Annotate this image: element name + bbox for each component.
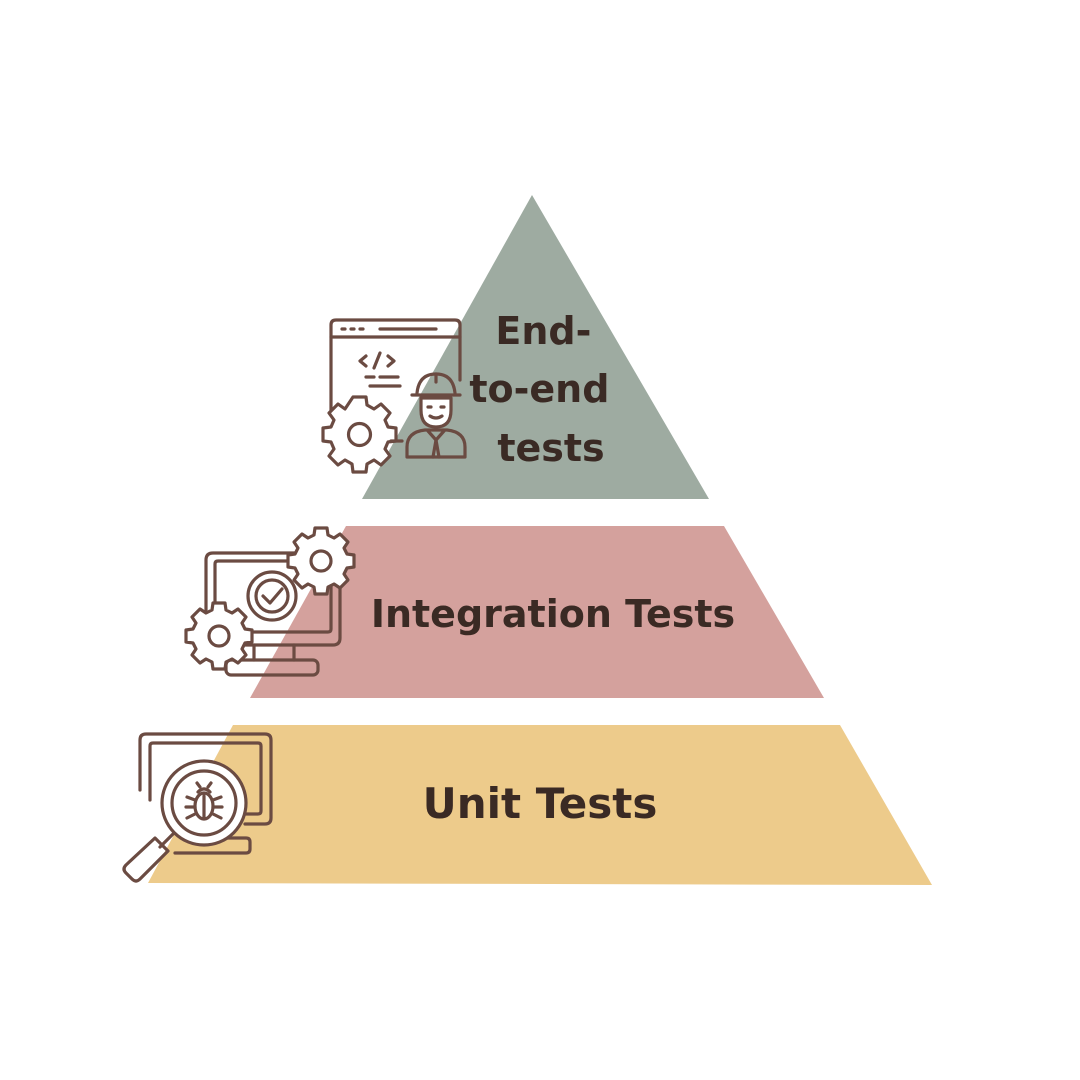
checkmark-icon xyxy=(246,570,298,622)
monitor-with-magnifier-bug-icon xyxy=(122,732,273,883)
monitor-with-checkmark-and-gears-icon xyxy=(184,526,356,677)
tier-e2e-label-line-2: to-end xyxy=(469,367,609,411)
gear-icon xyxy=(184,601,254,671)
tier-unit-shape xyxy=(148,725,932,885)
tier-unit-label: Unit Tests xyxy=(423,779,658,828)
gear-icon xyxy=(286,526,356,596)
tier-e2e-label-line-3: tests xyxy=(497,426,604,470)
tier-e2e-label-line-1: End- xyxy=(495,309,591,353)
gear-icon xyxy=(321,395,398,474)
tier-integration-shape xyxy=(250,526,824,698)
developer-with-code-window-and-gear-icon xyxy=(321,318,467,474)
worker-icon xyxy=(405,372,467,459)
tier-e2e-label: End- to-end tests xyxy=(469,309,622,470)
bug-icon xyxy=(184,781,224,821)
tier-integration-label: Integration Tests xyxy=(371,592,735,636)
